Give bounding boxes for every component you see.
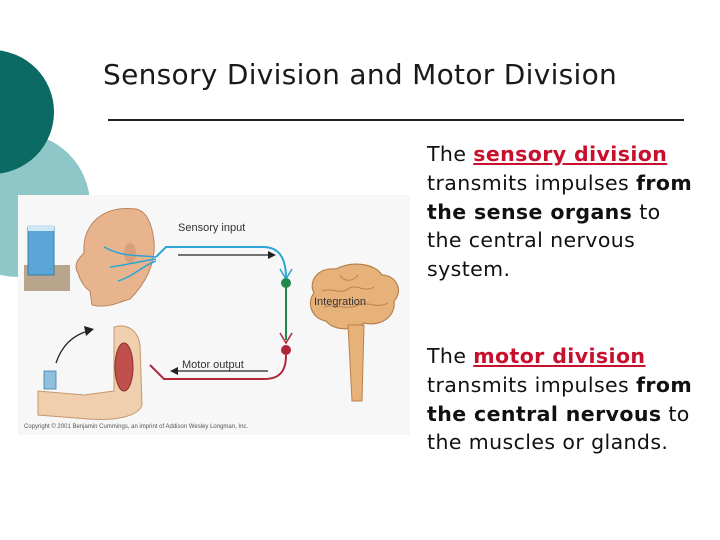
arm-illustration bbox=[37, 325, 143, 420]
sensory-arrowhead bbox=[268, 251, 276, 259]
motor-synapse bbox=[279, 332, 293, 345]
title-underline bbox=[108, 119, 684, 121]
integration-label: Integration bbox=[314, 296, 366, 308]
sensory-division-highlight: sensory division bbox=[473, 142, 668, 166]
sensory-nerve bbox=[155, 246, 287, 280]
interneuron-red bbox=[281, 345, 291, 355]
brain-illustration bbox=[309, 263, 399, 330]
biceps-muscle bbox=[114, 342, 134, 392]
motor-text-2: transmits impulses bbox=[427, 372, 637, 397]
sensory-text-3: to the central nervous system. bbox=[427, 199, 661, 282]
figure-copyright: Copyright © 2001 Benjamin Cummings, an i… bbox=[24, 423, 248, 430]
motor-arrowhead bbox=[170, 367, 178, 375]
glass-rim bbox=[28, 225, 54, 231]
sensory-paragraph: The sensory division transmits impulses … bbox=[427, 140, 697, 284]
interneuron-green bbox=[281, 278, 291, 288]
motor-text-3: to the muscles or glands. bbox=[427, 401, 690, 455]
ear bbox=[124, 243, 136, 263]
motor-division-highlight: motor division bbox=[473, 344, 646, 368]
motor-paragraph: The motor division transmits impulses fr… bbox=[427, 342, 697, 457]
hand-glass bbox=[43, 370, 57, 390]
sensory-input-label: Sensory input bbox=[178, 222, 245, 234]
brainstem bbox=[347, 324, 365, 402]
dark-teal-circle bbox=[0, 50, 54, 174]
nervous-system-diagram: Sensory input Integration Motor output C… bbox=[18, 195, 410, 435]
head-illustration bbox=[75, 208, 155, 307]
sensory-bold-phrase: from the sense organs bbox=[427, 170, 693, 224]
motor-bold-phrase: from the central nervous bbox=[427, 372, 693, 426]
sensory-nerve-branches bbox=[103, 246, 157, 282]
brain-folds bbox=[321, 274, 389, 308]
movement-arrowhead bbox=[84, 326, 94, 336]
slide-title: Sensory Division and Motor Division bbox=[103, 58, 618, 91]
motor-output-label: Motor output bbox=[182, 359, 244, 371]
movement-arrow bbox=[55, 330, 89, 364]
motor-nerve bbox=[149, 354, 287, 380]
water-glass bbox=[27, 226, 55, 276]
motor-text-1: The bbox=[427, 344, 474, 368]
sensory-text-2: transmits impulses bbox=[427, 170, 637, 195]
sensory-text-1: The bbox=[427, 142, 474, 166]
